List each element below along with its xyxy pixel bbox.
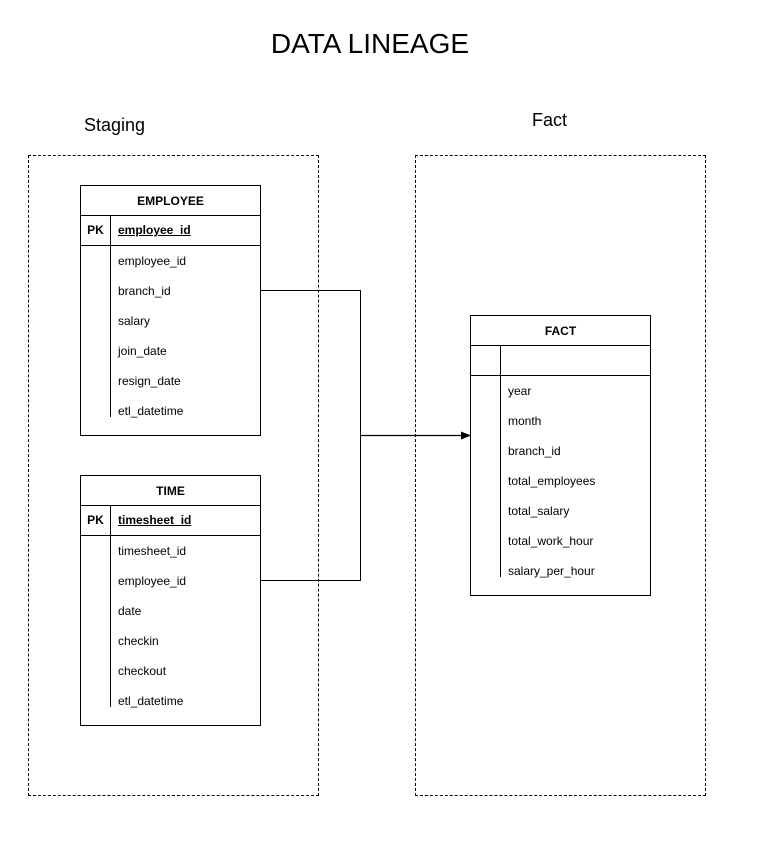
employee-table-title: EMPLOYEE bbox=[81, 186, 260, 216]
time-field: checkin bbox=[118, 634, 159, 648]
fact-field: year bbox=[508, 384, 532, 398]
time-pk-field: timesheet_id bbox=[118, 513, 192, 527]
fact-field: salary_per_hour bbox=[508, 564, 595, 578]
employee-field: join_date bbox=[118, 344, 167, 358]
employee-field: resign_date bbox=[118, 374, 181, 388]
employee-field: employee_id bbox=[118, 254, 187, 268]
fact-key-row bbox=[471, 346, 650, 376]
employee-fields: employee_id branch_id salary join_date r… bbox=[81, 246, 260, 426]
time-field: employee_id bbox=[118, 574, 187, 588]
time-pk-row: PK timesheet_id bbox=[81, 506, 260, 536]
fact-zone bbox=[415, 155, 706, 796]
diagram-title: DATA LINEAGE bbox=[270, 28, 470, 59]
employee-pk-label: PK bbox=[81, 216, 111, 245]
fact-field: total_employees bbox=[508, 474, 596, 488]
time-table-title: TIME bbox=[81, 476, 260, 506]
staging-label: Staging bbox=[84, 115, 146, 135]
time-field: date bbox=[118, 604, 142, 618]
time-field: timesheet_id bbox=[118, 544, 187, 558]
time-fields: timesheet_id employee_id date checkin ch… bbox=[81, 536, 260, 716]
time-field: checkout bbox=[118, 664, 167, 678]
fact-key-field bbox=[501, 346, 508, 375]
time-field: etl_datetime bbox=[118, 694, 184, 708]
fact-key-label bbox=[471, 346, 501, 375]
employee-pk-field: employee_id bbox=[118, 223, 191, 237]
employee-table[interactable]: EMPLOYEE PK employee_id employee_id bran… bbox=[80, 185, 261, 436]
fact-field: total_work_hour bbox=[508, 534, 594, 548]
fact-fields: year month branch_id total_employees tot… bbox=[471, 376, 650, 586]
time-table[interactable]: TIME PK timesheet_id timesheet_id employ… bbox=[80, 475, 261, 726]
fact-table-title: FACT bbox=[471, 316, 650, 346]
fact-label: Fact bbox=[532, 110, 568, 130]
employee-field: branch_id bbox=[118, 284, 171, 298]
fact-field: month bbox=[508, 414, 542, 428]
time-employee-connector bbox=[260, 435, 361, 581]
fact-field: total_salary bbox=[508, 504, 570, 518]
time-pk-label: PK bbox=[81, 506, 111, 535]
employee-field: etl_datetime bbox=[118, 404, 184, 418]
employee-pk-row: PK employee_id bbox=[81, 216, 260, 246]
employee-field: salary bbox=[118, 314, 151, 328]
employee-branch-connector bbox=[260, 290, 361, 436]
fact-field: branch_id bbox=[508, 444, 561, 458]
staging-zone bbox=[28, 155, 319, 796]
fact-table[interactable]: FACT year month branch_id total_employee… bbox=[470, 315, 651, 596]
